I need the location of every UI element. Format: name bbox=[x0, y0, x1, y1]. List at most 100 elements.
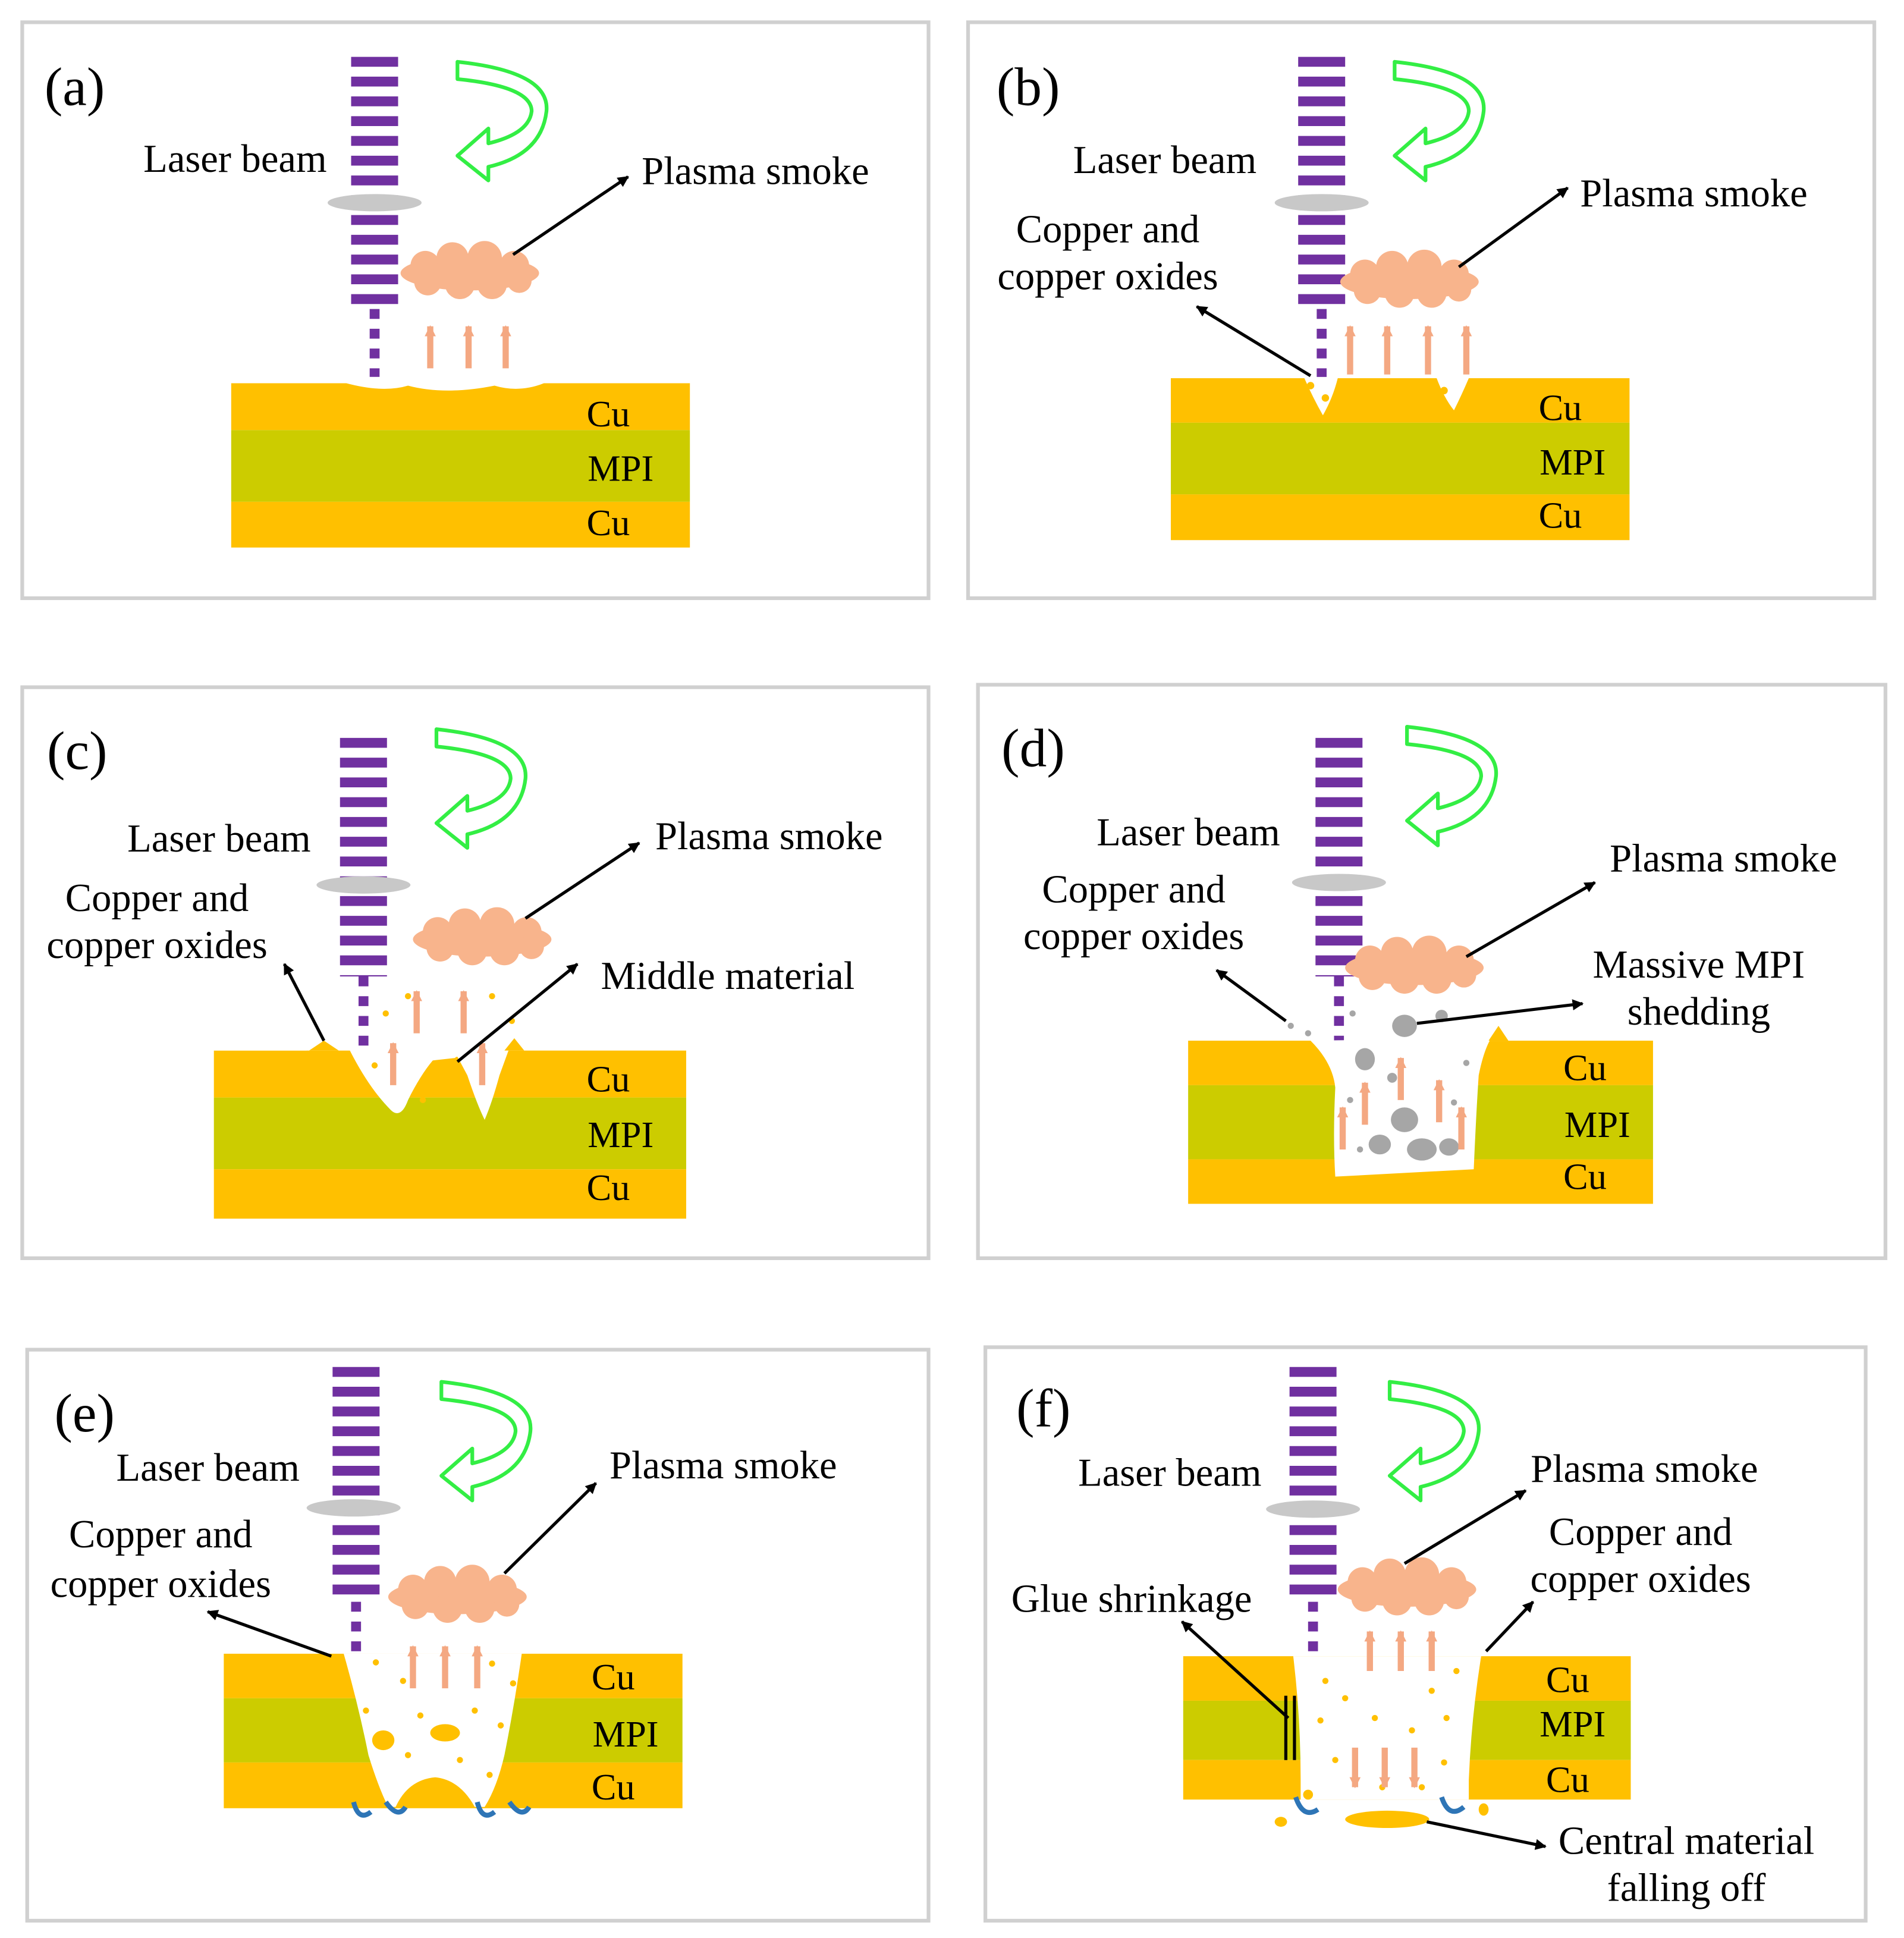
layer-label-mpi: MPI bbox=[587, 448, 653, 489]
oxides-label-line2: copper oxides bbox=[997, 255, 1218, 298]
laser-beam-label: Laser beam bbox=[127, 817, 310, 860]
panel-label: (e) bbox=[54, 1383, 115, 1443]
laser-beam-label: Laser beam bbox=[1073, 139, 1256, 182]
shedding-pointer bbox=[1416, 999, 1584, 1025]
focusing-lens-icon bbox=[306, 1499, 401, 1517]
oxides-pointer bbox=[282, 963, 326, 1042]
layer-label-bottom-cu: Cu bbox=[592, 1767, 635, 1808]
plasma-smoke-label: Plasma smoke bbox=[609, 1444, 837, 1487]
layer-label-bottom-cu: Cu bbox=[1539, 495, 1582, 536]
glue-shrinkage-label: Glue shrinkage bbox=[1011, 1577, 1252, 1620]
mpi-debris bbox=[1287, 1010, 1470, 1161]
gas-flow-arrows bbox=[1337, 1057, 1467, 1149]
central-material-pointer bbox=[1426, 1820, 1547, 1850]
oxides-pointer bbox=[206, 1610, 332, 1658]
middle-material-pointer bbox=[456, 963, 579, 1063]
material-stack bbox=[1171, 378, 1630, 541]
oxides-pointer bbox=[1196, 305, 1312, 378]
oxides-label-line2: copper oxides bbox=[1530, 1557, 1751, 1601]
panel-frame bbox=[984, 1345, 1868, 1923]
gas-flow-arrows bbox=[407, 1645, 483, 1689]
oxides-label-line1: Copper and bbox=[65, 877, 249, 920]
plasma-smoke-label: Plasma smoke bbox=[642, 150, 869, 193]
oxides-pointer bbox=[1215, 969, 1287, 1022]
plasma-smoke-label: Plasma smoke bbox=[1580, 172, 1808, 215]
copper-particles bbox=[363, 1659, 517, 1793]
layer-label-mpi: MPI bbox=[593, 1714, 659, 1755]
plasma-smoke-pointer bbox=[503, 1482, 598, 1575]
layer-label-top-cu: Cu bbox=[1539, 388, 1582, 429]
focusing-lens-icon bbox=[1292, 874, 1386, 891]
gas-flow-arrows-down bbox=[1349, 1747, 1420, 1789]
material-stack bbox=[213, 1038, 686, 1219]
oxides-pointer bbox=[1485, 1600, 1535, 1653]
material-stack bbox=[1183, 1656, 1631, 1800]
layer-label-bottom-cu: Cu bbox=[1563, 1156, 1607, 1197]
panel-e: (e) bbox=[25, 1348, 931, 1923]
layer-label-top-cu: Cu bbox=[587, 394, 630, 435]
swirl-arrow-icon bbox=[351, 1800, 532, 1818]
layer-label-bottom-cu: Cu bbox=[587, 502, 630, 544]
focusing-lens-icon bbox=[327, 194, 422, 212]
material-stack bbox=[231, 376, 690, 548]
panel-c: (c) Cu MPI Cu Laser bea bbox=[20, 685, 931, 1260]
plasma-smoke-pointer bbox=[512, 175, 629, 256]
panel-f: (f) bbox=[984, 1345, 1868, 1923]
panel-label: (d) bbox=[1001, 718, 1065, 778]
oxides-label-line2: copper oxides bbox=[46, 924, 267, 967]
swirl-arrow-icon bbox=[1293, 1796, 1466, 1815]
glue-shrinkage-pointer bbox=[1180, 1620, 1290, 1719]
gas-flow-arrows-up bbox=[1364, 1630, 1438, 1672]
middle-material-label: Middle material bbox=[601, 954, 855, 998]
copper-particles bbox=[1306, 382, 1448, 402]
copper-chunks bbox=[372, 1724, 460, 1751]
copper-particles bbox=[1317, 1667, 1460, 1791]
layer-label-mpi: MPI bbox=[1564, 1104, 1630, 1145]
panel-a: (a) Cu MPI Cu Laser beam Plasma smoke bbox=[20, 20, 931, 601]
focusing-lens-icon bbox=[1266, 1500, 1361, 1518]
focusing-lens-icon bbox=[316, 876, 411, 894]
oxides-label-line2: copper oxides bbox=[1023, 915, 1244, 958]
gas-flow-arrows bbox=[1344, 325, 1472, 375]
plasma-smoke-pointer bbox=[1403, 1489, 1527, 1565]
glue-shrinkage-marks bbox=[1284, 1695, 1296, 1760]
plasma-smoke-label: Plasma smoke bbox=[1531, 1447, 1758, 1491]
laser-beam-label: Laser beam bbox=[116, 1446, 299, 1490]
layer-label-top-cu: Cu bbox=[587, 1058, 630, 1100]
shedding-label-line1: Massive MPI bbox=[1593, 943, 1805, 987]
panel-b: (b) Cu MPI Cu Laser beam Plasma smoke bbox=[966, 20, 1877, 601]
panel-label: (a) bbox=[45, 56, 105, 117]
central-material-label-line2: falling off bbox=[1607, 1867, 1767, 1910]
layer-label-bottom-cu: Cu bbox=[1546, 1760, 1589, 1801]
layer-label-top-cu: Cu bbox=[1563, 1048, 1607, 1089]
panel-label: (c) bbox=[47, 720, 108, 781]
laser-beam-label: Laser beam bbox=[143, 137, 326, 181]
panel-label: (f) bbox=[1016, 1378, 1070, 1438]
layer-label-bottom-cu: Cu bbox=[587, 1167, 630, 1208]
copper-particles bbox=[371, 993, 515, 1104]
laser-beam-label: Laser beam bbox=[1096, 811, 1280, 855]
panel-frame bbox=[25, 1348, 931, 1923]
panel-d: (d) bbox=[976, 683, 1887, 1260]
layer-label-top-cu: Cu bbox=[1546, 1659, 1589, 1700]
oxides-label-line2: copper oxides bbox=[51, 1562, 271, 1606]
gas-flow-arrows bbox=[387, 990, 488, 1085]
falling-material bbox=[1274, 1789, 1489, 1829]
layer-label-mpi: MPI bbox=[1539, 442, 1605, 483]
laser-beam-label: Laser beam bbox=[1078, 1451, 1261, 1494]
plasma-smoke-label: Plasma smoke bbox=[655, 815, 883, 858]
shedding-label-line2: shedding bbox=[1627, 990, 1770, 1034]
plasma-smoke-pointer bbox=[1457, 186, 1569, 269]
plasma-smoke-label: Plasma smoke bbox=[1610, 837, 1837, 880]
oxides-label-line1: Copper and bbox=[69, 1513, 253, 1556]
oxides-label-line1: Copper and bbox=[1016, 208, 1200, 251]
layer-label-mpi: MPI bbox=[587, 1114, 653, 1155]
plasma-smoke-pointer bbox=[524, 841, 640, 920]
central-material-label-line1: Central material bbox=[1559, 1820, 1814, 1863]
oxides-label-line1: Copper and bbox=[1549, 1510, 1733, 1554]
gas-flow-arrows bbox=[425, 325, 511, 369]
oxides-label-line1: Copper and bbox=[1042, 868, 1226, 911]
plasma-smoke-pointer bbox=[1465, 881, 1596, 958]
layer-label-mpi: MPI bbox=[1539, 1704, 1605, 1745]
